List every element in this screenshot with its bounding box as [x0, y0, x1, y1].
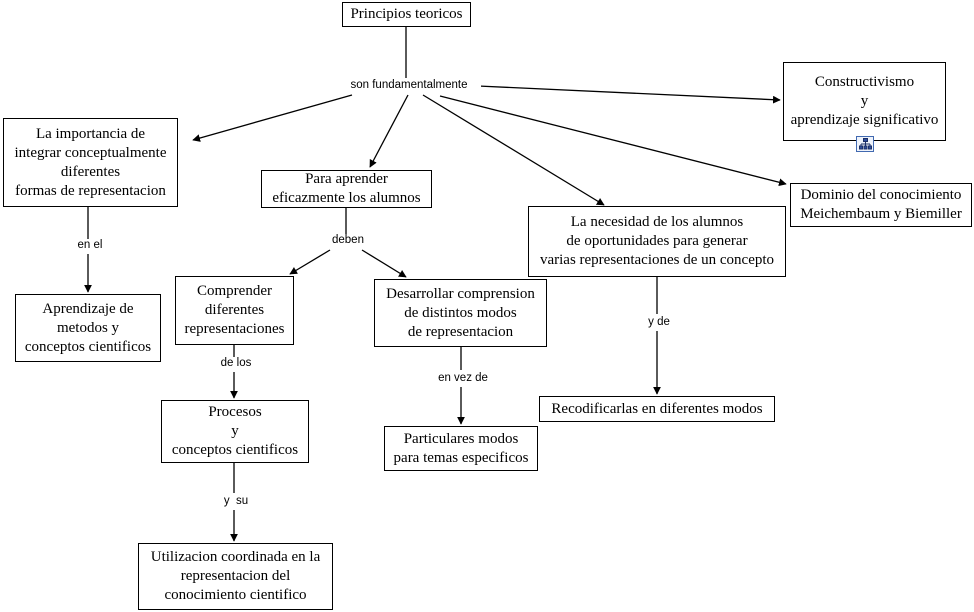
node-line: conocimiento cientifico — [164, 587, 307, 603]
node-utilizacion-coordinada[interactable]: Utilizacion coordinada en la representac… — [138, 543, 333, 610]
link-label-deben[interactable]: deben — [321, 234, 375, 247]
edge-hub-to-constructivismo — [477, 85, 781, 104]
node-line: diferentes — [60, 163, 121, 180]
node-line: de oportunidades para generar — [566, 233, 748, 249]
node-desarrollar-comprension[interactable]: Desarrollar comprension de distintos mod… — [374, 279, 547, 347]
node-line: varias representaciones de un concepto — [539, 252, 775, 268]
link-label-en-el[interactable]: en el — [63, 239, 117, 252]
node-line: representacion del — [180, 568, 291, 584]
node-particulares-modos[interactable]: Particulares modos para temas especifico… — [384, 426, 538, 471]
link-label-en-vez-de[interactable]: en vez de — [424, 372, 502, 385]
node-line: eficazmente los alumnos — [272, 190, 421, 206]
node-line: conceptos cientificos — [171, 442, 299, 458]
node-constructivismo[interactable]: Constructivismo y aprendizaje significat… — [783, 62, 946, 141]
node-line: Particulares modos — [403, 430, 519, 447]
node-line: La necesidad de los alumnos — [570, 214, 744, 230]
node-la-importancia[interactable]: La importancia de integrar conceptualmen… — [3, 118, 178, 207]
edge-hub-to-dominio — [439, 95, 787, 187]
node-line: diferentes — [204, 302, 265, 318]
node-line: y — [860, 93, 869, 109]
node-line: Utilizacion coordinada en la — [150, 549, 321, 565]
node-line: de distintos modos — [404, 304, 517, 321]
node-line: Meichembaum y Biemiller — [800, 206, 962, 222]
submap-tree-icon[interactable] — [856, 136, 874, 152]
node-line: Dominio del conocimiento — [800, 187, 962, 203]
edge-hub-to-necesidad — [422, 94, 605, 206]
node-line: Recodificarlas en diferentes modos — [551, 400, 763, 417]
node-aprendizaje-de-metodos[interactable]: Aprendizaje de metodos y conceptos cient… — [15, 294, 161, 362]
node-comprender-diferentes[interactable]: Comprender diferentes representaciones — [175, 276, 294, 345]
node-procesos-y-conceptos[interactable]: Procesos y conceptos cientificos — [161, 400, 309, 463]
node-line: Desarrollar comprension — [386, 285, 535, 302]
edge-hub-to-para-aprender — [369, 94, 409, 168]
link-label-y-su[interactable]: y su — [209, 495, 263, 508]
node-para-aprender[interactable]: Para aprender eficazmente los alumnos — [261, 170, 432, 208]
node-line: Constructivismo — [814, 74, 915, 90]
node-line: y — [231, 423, 239, 439]
node-line: Para aprender — [305, 171, 388, 187]
link-label-de-los[interactable]: de los — [209, 357, 263, 370]
node-line: Aprendizaje de — [42, 300, 134, 317]
node-line: formas de representacion — [15, 182, 166, 199]
node-dominio-del-conocimiento[interactable]: Dominio del conocimiento Meichembaum y B… — [790, 183, 972, 227]
node-line: conceptos cientificos — [24, 338, 152, 355]
node-line: de representacion — [407, 323, 514, 340]
node-line: para temas especificos — [393, 449, 529, 466]
node-la-necesidad[interactable]: La necesidad de los alumnos de oportunid… — [528, 206, 786, 277]
link-label-y-de[interactable]: y de — [633, 316, 685, 329]
node-line: metodos y — [56, 319, 120, 336]
edge-deben-to-comprender — [289, 249, 331, 275]
node-principios-teoricos[interactable]: Principios teoricos — [342, 2, 471, 27]
node-line: aprendizaje significativo — [790, 112, 939, 128]
link-label-son-fundamentalmente[interactable]: son fundamentalmente — [337, 79, 481, 92]
node-line: integrar conceptualmente — [14, 144, 167, 161]
node-recodificarlas[interactable]: Recodificarlas en diferentes modos — [539, 396, 775, 422]
node-line: Procesos — [208, 404, 262, 420]
edge-hub-to-importancia — [192, 94, 353, 142]
edge-deben-to-desarrollar — [361, 249, 407, 278]
node-line: Principios teoricos — [350, 6, 463, 22]
node-line: representaciones — [184, 321, 285, 337]
node-line: Comprender — [197, 283, 272, 299]
node-line: La importancia de — [35, 125, 146, 142]
